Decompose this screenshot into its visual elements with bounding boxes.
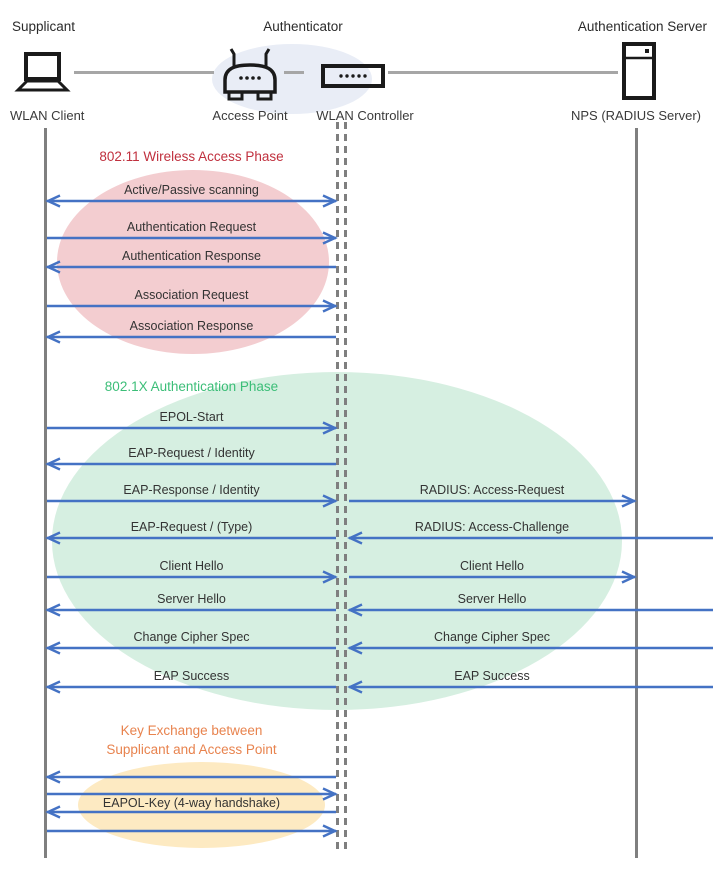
phase3-title-line1: Key Exchange between	[120, 723, 263, 738]
phase3-title-line2: Supplicant and Access Point	[106, 742, 277, 757]
message-label: EAPOL-Key (4-way handshake)	[102, 796, 281, 810]
message-label: RADIUS: Access-Request	[419, 483, 565, 497]
wlan-controller-icon	[321, 64, 385, 88]
message-label: Authentication Response	[122, 249, 261, 263]
message-arrow	[349, 570, 637, 584]
message-arrow	[45, 260, 336, 274]
message-arrow	[47, 570, 338, 584]
message-arrow	[347, 603, 713, 617]
authenticator-group-ellipse	[212, 44, 372, 114]
message-label: EAP-Request / (Type)	[130, 520, 253, 534]
message-label: Authentication Request	[126, 220, 257, 234]
message-arrow	[45, 641, 336, 655]
node-wlan-client: WLAN Client	[10, 108, 85, 123]
role-authentication-server: Authentication Server	[577, 19, 707, 34]
message-label: Client Hello	[460, 559, 524, 573]
message-arrow	[45, 330, 336, 344]
message-label: Active/Passive scanning	[124, 183, 259, 197]
message-arrow	[45, 457, 336, 471]
message-arrow	[349, 494, 637, 508]
message-label: EPOL-Start	[159, 410, 224, 424]
message-label: EAP-Request / Identity	[128, 446, 255, 460]
message-label: EAP Success	[454, 669, 530, 683]
message-arrow	[45, 194, 338, 208]
message-arrow	[47, 421, 338, 435]
node-wlan-controller: WLAN Controller	[316, 108, 414, 123]
lifeline-authenticator-left	[336, 122, 339, 854]
phase1-title: 802.11 Wireless Access Phase	[99, 149, 284, 164]
message-arrow	[47, 231, 338, 245]
message-label: EAP Success	[153, 669, 230, 683]
message-arrow	[47, 299, 338, 313]
message-label: Change Cipher Spec	[433, 630, 551, 644]
message-label: Change Cipher Spec	[133, 630, 250, 644]
message-label: Association Response	[129, 319, 254, 333]
message-label: RADIUS: Access-Challenge	[414, 520, 570, 534]
message-arrow	[45, 770, 336, 784]
message-label: Association Request	[134, 288, 249, 302]
connector-controller-server	[388, 71, 618, 74]
role-authenticator: Authenticator	[263, 19, 343, 34]
message-arrow	[45, 603, 336, 617]
message-arrow	[47, 494, 338, 508]
message-label: Server Hello	[157, 592, 226, 606]
message-arrow	[347, 680, 713, 694]
message-label: Server Hello	[457, 592, 527, 606]
connector-ap-controller	[284, 71, 304, 74]
phase3-title: Key Exchange between Supplicant and Acce…	[46, 721, 337, 759]
message-arrow	[47, 824, 338, 838]
message-arrow	[45, 805, 336, 819]
node-access-point: Access Point	[212, 108, 288, 123]
message-arrow	[347, 531, 713, 545]
message-arrow	[45, 680, 336, 694]
message-arrow	[47, 787, 338, 801]
role-supplicant: Supplicant	[12, 19, 76, 34]
message-label: Client Hello	[159, 559, 224, 573]
connector-client-ap	[74, 71, 214, 74]
message-label: EAP-Response / Identity	[123, 483, 260, 497]
lifeline-authenticator-right	[344, 122, 347, 854]
lifeline-auth-server	[635, 128, 638, 858]
node-nps-radius-server: NPS (RADIUS Server)	[570, 108, 702, 123]
server-icon	[622, 42, 656, 100]
message-arrow	[347, 641, 713, 655]
laptop-icon	[14, 52, 71, 92]
message-arrow	[45, 531, 336, 545]
phase2-title: 802.1X Authentication Phase	[104, 379, 279, 394]
lifeline-supplicant	[44, 128, 47, 858]
access-point-icon	[223, 48, 277, 101]
